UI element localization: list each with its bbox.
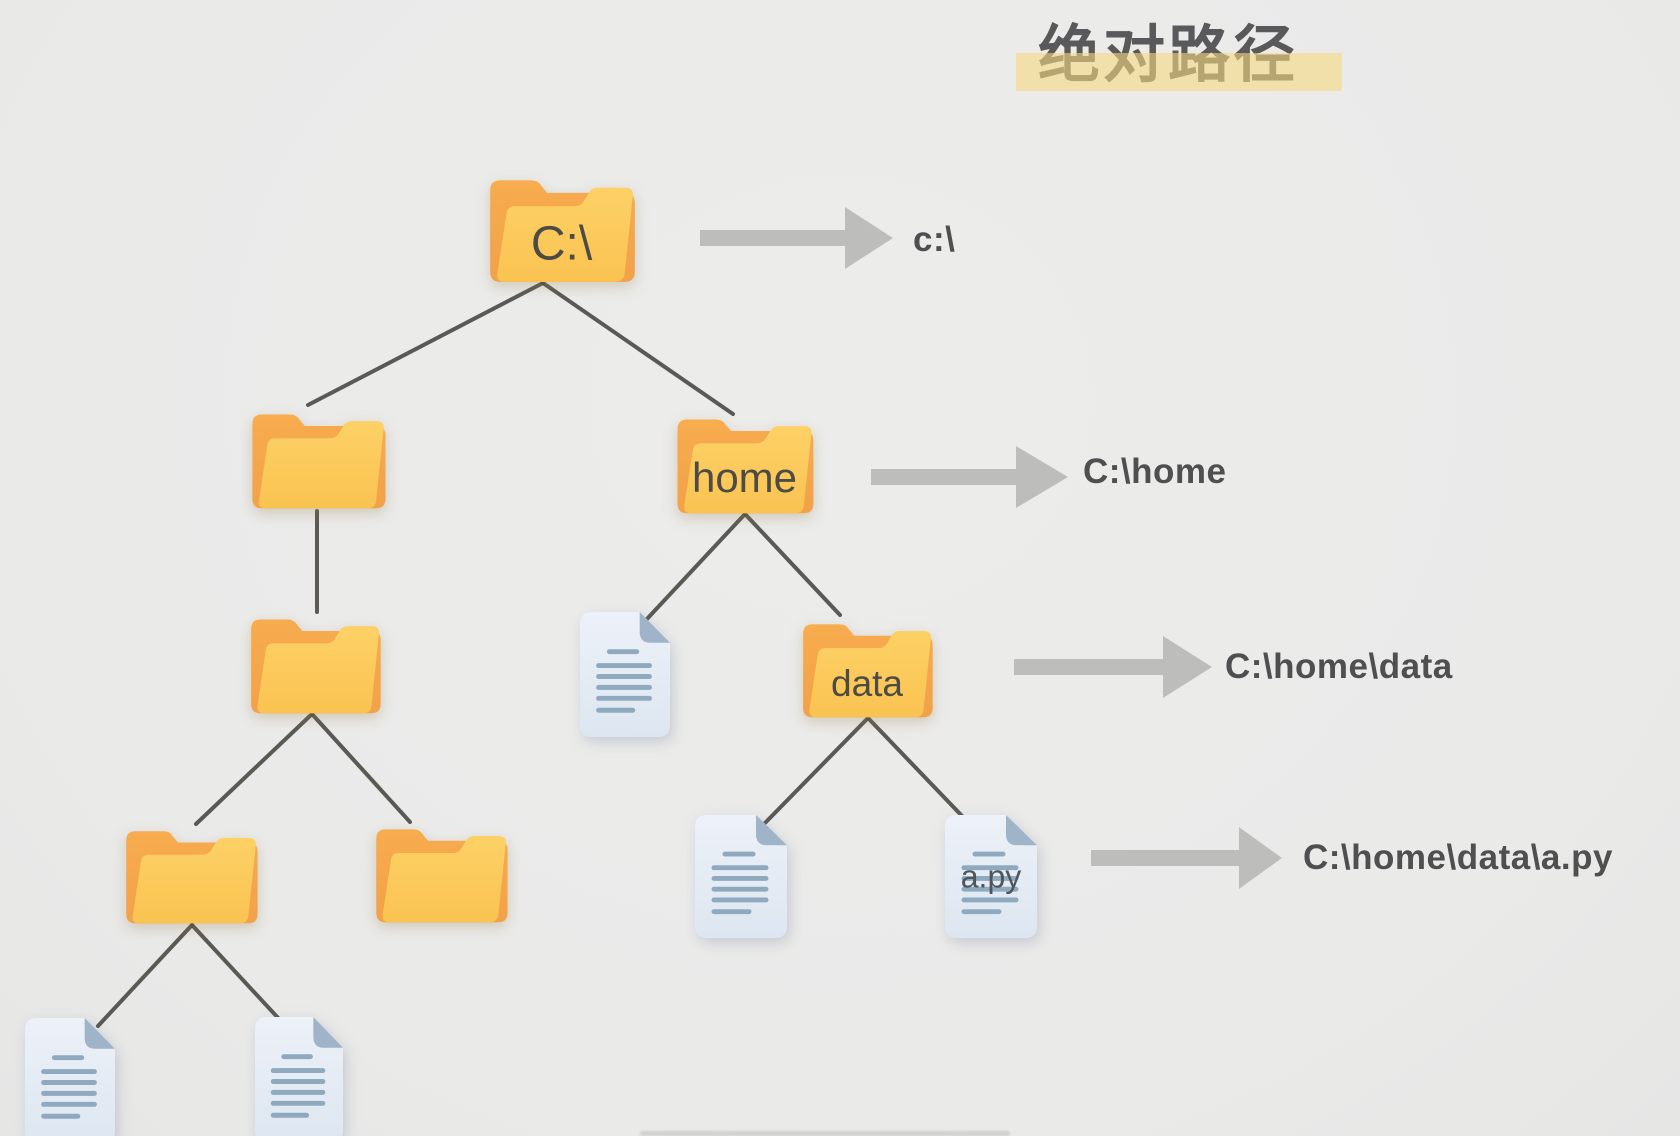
folder-label-root: C:\ xyxy=(530,217,593,271)
folder-icon-home: home xyxy=(668,408,821,518)
document-icon-under-data xyxy=(695,815,787,938)
path-text-root: c:\ xyxy=(913,220,956,259)
connector-home-to-file xyxy=(644,512,747,622)
connector-data-to-apy xyxy=(866,716,966,820)
document-icon-under-home xyxy=(580,612,670,737)
arrow-right-icon xyxy=(700,207,893,269)
arrow-right-icon xyxy=(1014,636,1212,698)
document-icon-bottom-right xyxy=(255,1017,343,1136)
connector-level4-to-file-left xyxy=(96,923,194,1028)
connector-level3-to-right xyxy=(310,712,412,824)
connector-root-to-left-folder xyxy=(306,281,545,407)
arrow-right-icon xyxy=(1091,827,1282,889)
folder-icon-data: data xyxy=(794,613,940,722)
folder-icon-level2-left xyxy=(243,403,393,513)
connector-level3-to-left xyxy=(194,712,314,826)
folder-icon-level4-right xyxy=(367,818,515,927)
connector-home-to-data xyxy=(743,512,842,617)
path-text-data: C:\home\data xyxy=(1225,647,1453,686)
path-text-apy: C:\home\data\a.py xyxy=(1303,838,1613,877)
path-text-home: C:\home xyxy=(1083,452,1227,491)
file-label-apy: a.py xyxy=(960,858,1022,894)
document-icon-apy: a.py xyxy=(945,815,1037,938)
connector-level4-to-file-right xyxy=(190,923,282,1022)
connector-root-to-home xyxy=(541,281,735,416)
bottom-edge-artifact xyxy=(640,1131,1010,1136)
folder-label-home: home xyxy=(691,454,798,502)
connector-data-to-file xyxy=(763,716,870,825)
folder-icon-level4-left xyxy=(117,820,265,928)
folder-icon-level3-left xyxy=(242,608,388,718)
folder-icon-root: C:\ xyxy=(480,168,643,287)
folder-label-data: data xyxy=(830,662,904,704)
title-highlight-bar xyxy=(1016,53,1342,91)
document-icon-bottom-left xyxy=(25,1018,115,1136)
arrow-right-icon xyxy=(871,446,1068,508)
